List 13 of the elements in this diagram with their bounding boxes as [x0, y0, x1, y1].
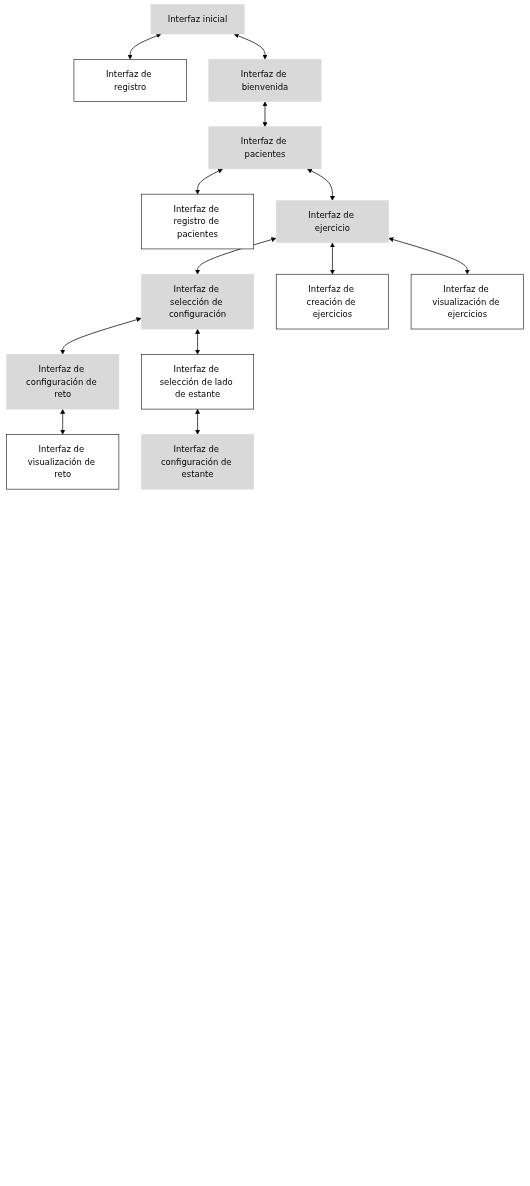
node-box: Interfaz de pacientes	[208, 126, 322, 170]
node-box: Interfaz de bienvenida	[208, 59, 322, 102]
node-box: Interfaz de registro de pacientes	[141, 193, 255, 250]
node-box: Interfaz de configuración de reto	[6, 354, 120, 410]
node-box: Interfaz inicial	[150, 4, 245, 35]
node-box: Interfaz de creación de ejercicios	[275, 273, 389, 330]
node-box: Interfaz de visualización de reto	[6, 434, 120, 490]
node-box: Interfaz de visualización de ejercicios	[410, 273, 524, 330]
node-box: Interfaz de selección de lado de estante	[141, 354, 255, 410]
node-box: Interfaz de registro	[73, 59, 187, 102]
node-box: Interfaz de ejercicio	[275, 200, 389, 243]
node-box: Interfaz de selección de configuración	[141, 273, 255, 330]
node-box: Interfaz de configuración de estante	[141, 434, 255, 490]
